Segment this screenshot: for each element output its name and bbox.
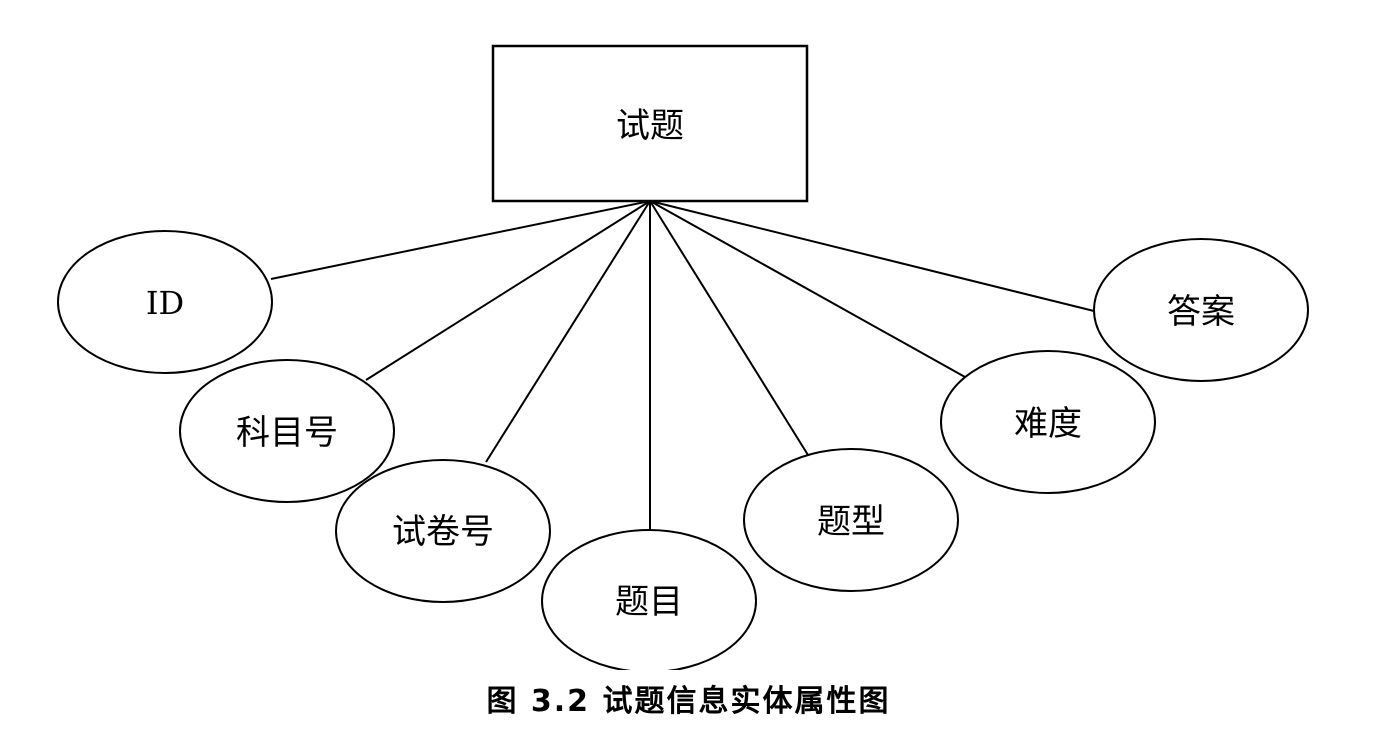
attribute-question: 题目 (541, 529, 757, 670)
attribute-label: 题目 (615, 582, 683, 622)
connector-subject-no (365, 200, 651, 381)
attribute-ellipse (541, 529, 757, 670)
attribute-label: 试卷号 (392, 512, 494, 552)
attribute-ellipse (57, 230, 273, 374)
attribute-label: 答案 (1167, 292, 1235, 332)
connector-paper-no (485, 200, 651, 463)
attribute-id: ID (57, 230, 273, 374)
attribute-ellipse (335, 459, 551, 603)
attribute-label: 题型 (817, 502, 885, 542)
figure-caption: 图 3.2 试题信息实体属性图 (486, 684, 891, 719)
entity-box: 试题 (491, 44, 809, 203)
connector-answer (649, 200, 1099, 313)
er-diagram: 试题 ID 科目号 试卷号 题目 题型 难度 答案 (57, 44, 1309, 670)
attribute-answer: 答案 (1093, 238, 1309, 382)
connector-question-type (649, 200, 809, 456)
attribute-question-type: 题型 (743, 448, 959, 592)
entity-label: 试题 (616, 106, 684, 146)
attribute-ellipse (940, 350, 1156, 494)
attribute-paper-no: 试卷号 (335, 459, 551, 603)
attribute-ellipse (1093, 238, 1309, 382)
attribute-label: 难度 (1014, 404, 1082, 444)
attribute-subject-no: 科目号 (179, 359, 395, 503)
attribute-difficulty: 难度 (940, 350, 1156, 494)
entity-rect (491, 44, 809, 203)
attribute-label: 科目号 (236, 413, 338, 453)
connector-id (270, 200, 651, 280)
attribute-ellipse (179, 359, 395, 503)
attribute-ellipse (743, 448, 959, 592)
connector-lines (270, 200, 1099, 530)
attribute-label: ID (146, 284, 184, 322)
connector-difficulty (649, 200, 966, 378)
